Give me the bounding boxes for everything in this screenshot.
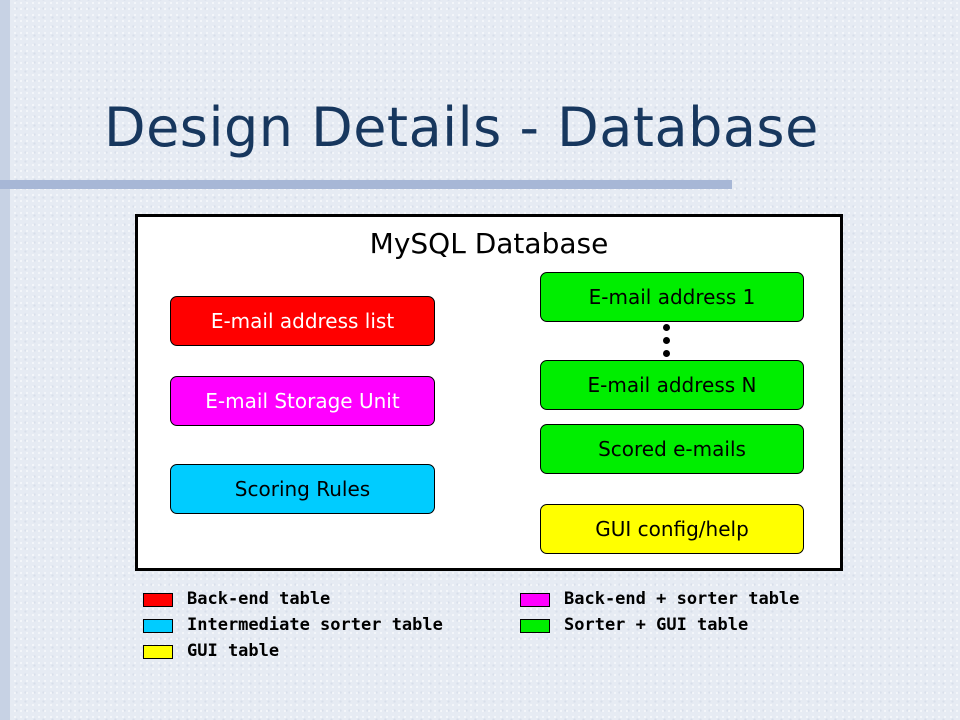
table-email-address-list: E-mail address list [170, 296, 435, 346]
legend-label: Back-end table [187, 589, 331, 609]
legend-swatch-green [520, 619, 550, 633]
legend-swatch-yellow [143, 645, 173, 659]
legend-label: Back-end + sorter table [564, 589, 800, 609]
database-title: MySQL Database [369, 227, 609, 260]
table-gui-config-help: GUI config/help [540, 504, 804, 554]
slide-title: Design Details - Database [104, 96, 819, 159]
table-email-address-1: E-mail address 1 [540, 272, 804, 322]
table-scoring-rules: Scoring Rules [170, 464, 435, 514]
legend-label: Sorter + GUI table [564, 615, 749, 635]
legend-swatch-cyan [143, 619, 173, 633]
table-email-storage-unit: E-mail Storage Unit [170, 376, 435, 426]
table-scored-emails: Scored e-mails [540, 424, 804, 474]
mysql-database-panel: MySQL Database E-mail address list E-mai… [135, 214, 843, 571]
table-email-address-n: E-mail address N [540, 360, 804, 410]
legend-label: GUI table [187, 641, 280, 661]
ellipsis-dots [663, 324, 673, 358]
legend-swatch-magenta [520, 593, 550, 607]
legend-swatch-red [143, 593, 173, 607]
legend-label: Intermediate sorter table [187, 615, 443, 635]
title-underline [0, 180, 732, 189]
slide-side-bar [0, 0, 10, 720]
